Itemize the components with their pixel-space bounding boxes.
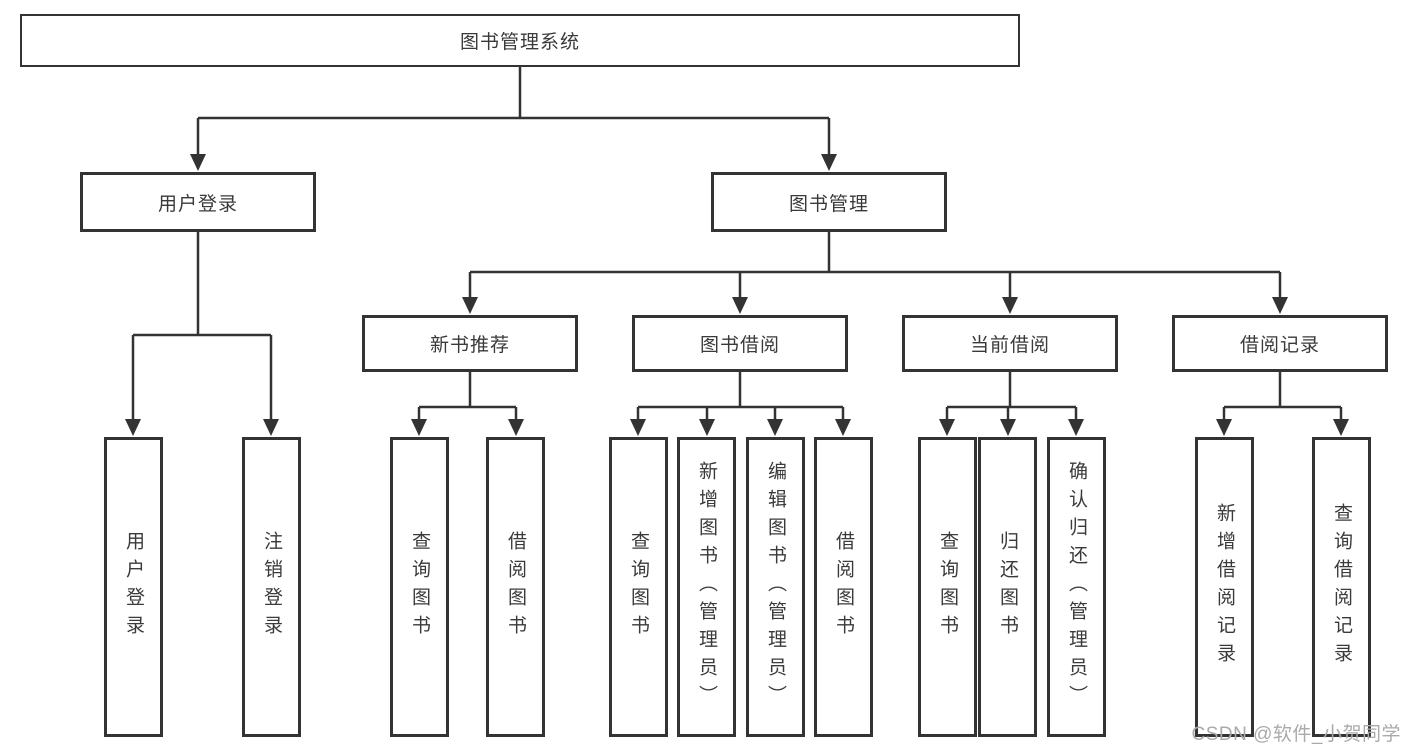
connector-borrow-record-to-leaves <box>1222 372 1343 420</box>
leaf-label: 借阅图书 <box>505 531 526 643</box>
leaf-label: 查询图书 <box>937 531 958 643</box>
node-book-borrow: 图书借阅 <box>632 315 848 372</box>
leaf-label: 新增借阅记录 <box>1214 503 1235 671</box>
node-label: 图书管理 <box>788 193 869 215</box>
node-label: 当前借阅 <box>969 335 1050 356</box>
leaf-label: 编辑图书（管理员） <box>765 461 786 713</box>
leaf-query-books-borrow: 查询图书 <box>609 437 668 737</box>
arrowheads-user-login-leaves <box>125 419 279 436</box>
leaf-return-books: 归还图书 <box>978 437 1037 737</box>
leaf-label: 查询借阅记录 <box>1331 503 1352 671</box>
connector-user-login-to-leaves <box>131 232 273 420</box>
node-new-book-recommend: 新书推荐 <box>362 315 578 372</box>
leaf-add-books-admin: 新增图书（管理员） <box>677 437 736 737</box>
leaf-label: 借阅图书 <box>833 531 854 643</box>
leaf-logout: 注销登录 <box>242 437 301 737</box>
leaf-label: 注销登录 <box>261 531 282 643</box>
arrowheads-leaves <box>411 419 1349 436</box>
leaf-borrow-books: 借阅图书 <box>814 437 873 737</box>
node-label: 借阅记录 <box>1239 335 1320 356</box>
node-root-system: 图书管理系统 <box>20 14 1020 67</box>
leaf-user-login: 用户登录 <box>104 437 163 737</box>
leaf-query-books-recommend: 查询图书 <box>390 437 449 737</box>
leaf-query-books-current: 查询图书 <box>918 437 977 737</box>
csdn-watermark: CSDN @软件_小贺同学 <box>1191 724 1401 745</box>
node-current-borrow: 当前借阅 <box>902 315 1118 372</box>
leaf-query-borrow-record: 查询借阅记录 <box>1312 437 1371 737</box>
leaf-label: 查询图书 <box>409 531 430 643</box>
leaf-confirm-return-admin: 确认归还（管理员） <box>1047 437 1106 737</box>
node-user-login-branch: 用户登录 <box>80 172 316 232</box>
leaf-label: 归还图书 <box>997 531 1018 643</box>
connector-book-mgmt-to-level3 <box>468 232 1282 298</box>
node-book-management-branch: 图书管理 <box>711 172 947 232</box>
node-borrow-record: 借阅记录 <box>1172 315 1388 372</box>
leaf-label: 用户登录 <box>123 531 144 643</box>
node-root-label: 图书管理系统 <box>459 32 580 53</box>
connector-current-borrow-to-leaves <box>945 372 1078 420</box>
node-label: 图书借阅 <box>699 335 780 356</box>
node-label: 新书推荐 <box>429 335 510 356</box>
leaf-label: 新增图书（管理员） <box>696 461 717 713</box>
connector-root-to-level2 <box>196 67 831 155</box>
node-label: 用户登录 <box>157 193 238 215</box>
leaf-edit-books-admin: 编辑图书（管理员） <box>746 437 805 737</box>
arrowheads-level3 <box>462 297 1288 314</box>
connector-book-borrow-to-leaves <box>636 372 845 420</box>
arrowheads-level2 <box>190 154 837 171</box>
leaf-label: 查询图书 <box>628 531 649 643</box>
leaf-add-borrow-record: 新增借阅记录 <box>1195 437 1254 737</box>
leaf-borrow-books-recommend: 借阅图书 <box>486 437 545 737</box>
leaf-label: 确认归还（管理员） <box>1066 461 1087 713</box>
connector-new-book-to-leaves <box>417 372 518 420</box>
